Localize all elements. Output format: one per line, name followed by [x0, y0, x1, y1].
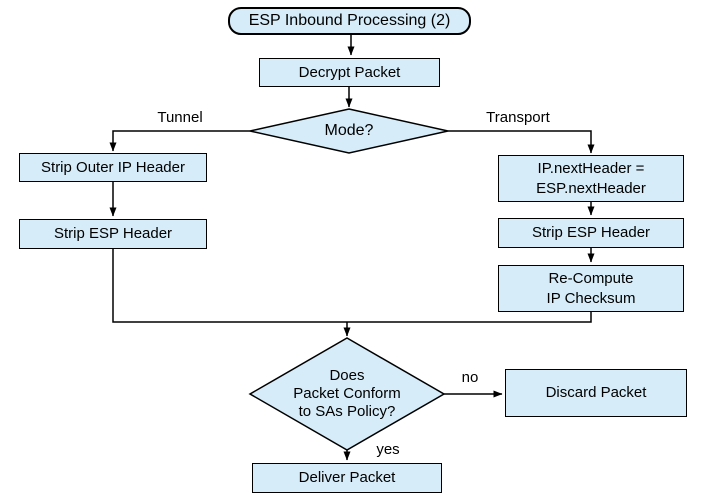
- node-strip-outer-ip-header: Strip Outer IP Header: [19, 153, 207, 182]
- node-deliver-packet: Deliver Packet: [252, 463, 442, 493]
- mode-decision-shape: [249, 108, 449, 154]
- edge-merge-rail: [112, 249, 592, 323]
- node-start: ESP Inbound Processing (2): [228, 7, 471, 35]
- node-recompute-ip-checksum: Re-Compute IP Checksum: [498, 265, 684, 312]
- node-discard-packet: Discard Packet: [505, 369, 687, 417]
- policy-decision-label: Does Packet Conform to SAs Policy?: [293, 367, 401, 420]
- node-strip-esp-header-transport: Strip ESP Header: [498, 218, 684, 248]
- node-decrypt-packet: Decrypt Packet: [259, 58, 440, 87]
- node-ip-nextheader: IP.nextHeader = ESP.nextHeader: [498, 155, 684, 202]
- edge-label-tunnel: Tunnel: [157, 109, 203, 126]
- node-strip-esp-header-tunnel: Strip ESP Header: [19, 219, 207, 249]
- edge-label-no: no: [461, 369, 479, 386]
- edge-label-yes: yes: [376, 441, 400, 458]
- mode-decision-label: Mode?: [324, 122, 374, 140]
- edge-transport: [448, 130, 595, 154]
- edge-tunnel: [109, 130, 250, 152]
- edge-label-transport: Transport: [486, 109, 550, 126]
